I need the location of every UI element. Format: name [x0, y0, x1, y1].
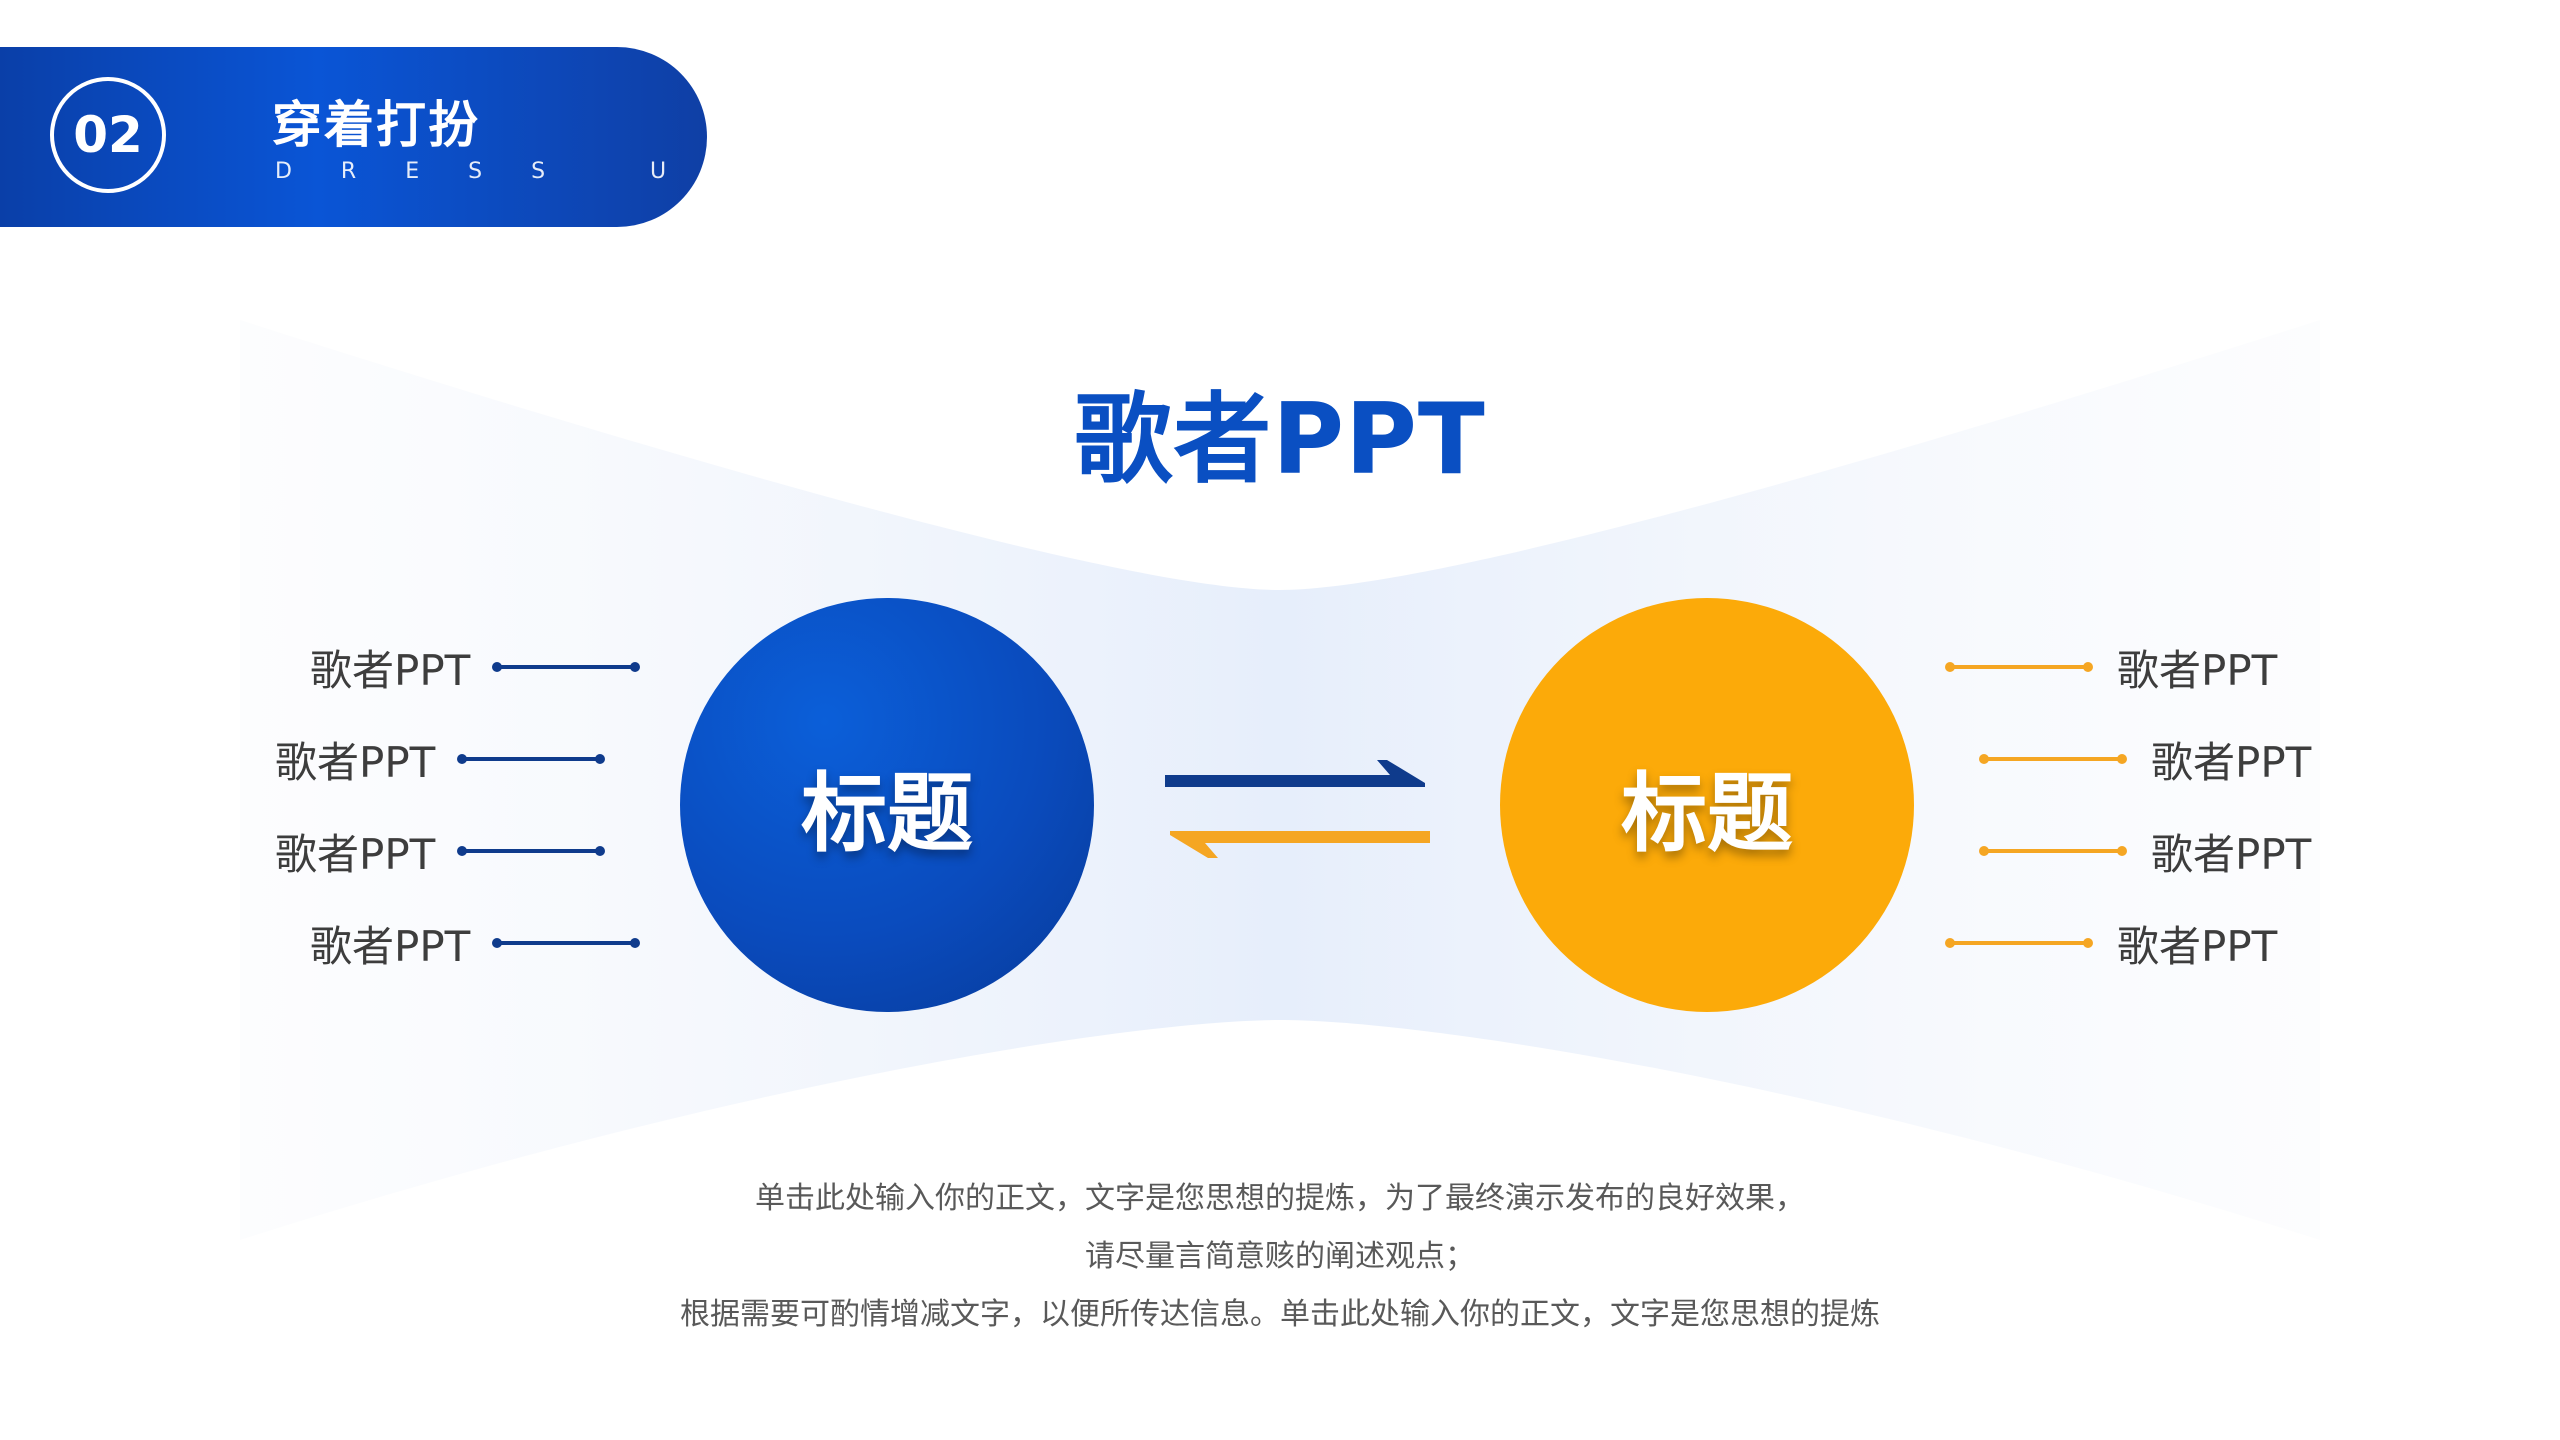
connector-line — [1979, 754, 2127, 764]
right-list-item: 歌者PPT — [1945, 637, 2277, 697]
connector-line — [1945, 662, 2093, 672]
body-line: 根据需要可酌情增减文字，以便所传达信息。单击此处输入你的正文，文字是您思想的提炼 — [680, 1297, 1880, 1332]
right-title-circle: 标题 — [1500, 598, 1914, 1012]
right-list-item: 歌者PPT — [1945, 913, 2277, 973]
body-text: 单击此处输入你的正文，文字是您思想的提炼，为了最终演示发布的良好效果， 请尽量言… — [0, 1170, 2560, 1344]
left-list-item-label: 歌者PPT — [310, 645, 471, 695]
right-list-item-label: 歌者PPT — [2117, 645, 2278, 695]
left-list-item: 歌者PPT — [310, 913, 642, 973]
connector-line — [1979, 846, 2127, 856]
connector-line — [457, 846, 606, 856]
right-list-item-label: 歌者PPT — [2151, 737, 2312, 787]
body-line: 请尽量言简意赅的阐述观点； — [1085, 1239, 1475, 1274]
section-header: 02 穿着打扮 D R E S S U P — [0, 47, 728, 227]
body-line: 单击此处输入你的正文，文字是您思想的提炼，为了最终演示发布的良好效果， — [755, 1181, 1805, 1216]
left-list-item-label: 歌者PPT — [310, 921, 471, 971]
connector-line — [457, 754, 606, 764]
right-list-item: 歌者PPT — [1979, 821, 2311, 881]
left-list-item-label: 歌者PPT — [275, 829, 436, 879]
right-list-item-label: 歌者PPT — [2151, 829, 2312, 879]
section-title: 穿着打扮 — [272, 96, 480, 154]
exchange-arrows-icon — [1165, 760, 1430, 858]
connector-line — [1945, 938, 2093, 948]
left-list-item: 歌者PPT — [275, 821, 607, 881]
left-title-circle: 标题 — [680, 598, 1094, 1012]
section-subtitle: D R E S S U P — [275, 159, 750, 184]
right-list-item: 歌者PPT — [1979, 729, 2311, 789]
right-list-item-label: 歌者PPT — [2117, 921, 2278, 971]
left-list-item: 歌者PPT — [275, 729, 607, 789]
left-list-item: 歌者PPT — [310, 637, 642, 697]
section-number: 02 — [50, 77, 166, 193]
connector-line — [492, 662, 641, 672]
connector-line — [492, 938, 641, 948]
left-list-item-label: 歌者PPT — [275, 737, 436, 787]
main-title: 歌者PPT — [1074, 383, 1486, 497]
